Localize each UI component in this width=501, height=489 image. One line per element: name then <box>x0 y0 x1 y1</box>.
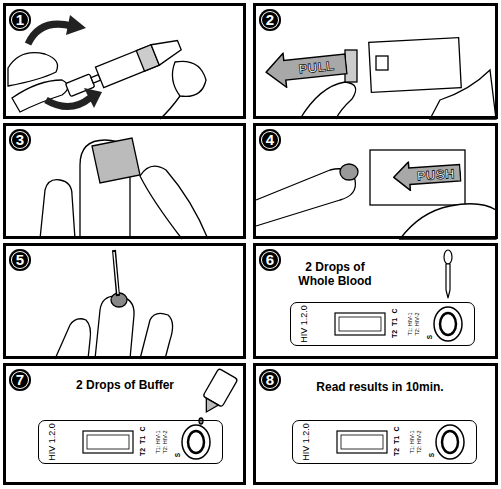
test-cassette: HIV 1.2.0 C T1T2 T1: HIV-1T2: HIV-2S <box>38 420 223 464</box>
finger <box>55 319 91 359</box>
step1-art <box>8 15 206 119</box>
line-label: T1 <box>139 436 146 444</box>
dropper-bulb <box>444 250 452 264</box>
line-label: T2 <box>139 448 146 456</box>
twist-arrow <box>28 24 72 44</box>
step7-art <box>197 368 238 424</box>
step-panel: 8Read results in 10min. HIV 1.2.0 C T1T2 T1:… <box>253 363 498 485</box>
step2-art <box>300 38 496 119</box>
blood-drop <box>340 164 358 180</box>
test-cassette: HIV 1.2.0 C T1T2 T1: HIV-1T2: HIV-2S <box>290 302 475 346</box>
step-panel: 3 <box>3 123 246 239</box>
push-arrow: PUSH <box>392 158 462 193</box>
arrow-label: PUSH <box>410 158 462 191</box>
step-number: 6 <box>259 249 281 271</box>
lancet-body <box>369 38 461 93</box>
step-number: 4 <box>259 129 281 151</box>
dropper-stem <box>446 264 450 298</box>
line-legend: T2: HIV-2 <box>417 430 423 453</box>
step-panel: 5 <box>3 243 246 359</box>
line-label: T2 <box>393 448 400 456</box>
step-panel: 4PUSH <box>253 123 498 239</box>
device-name: HIV 1.2.0 <box>300 305 309 343</box>
line-legend: T2: HIV-2 <box>415 312 421 335</box>
step-number: 7 <box>9 369 31 391</box>
line-label: T1 <box>391 318 398 326</box>
finger <box>300 82 356 119</box>
pull-arrow: PULL <box>263 46 348 90</box>
finger <box>40 180 75 239</box>
pipette <box>114 250 118 296</box>
lancet-opening <box>376 56 388 70</box>
fingertip <box>172 61 206 96</box>
lancet-nose <box>151 35 183 65</box>
lancet-body <box>95 45 159 88</box>
lancet <box>64 35 184 100</box>
line-legend: T1: HIV-1 <box>156 430 162 453</box>
cassette-parts <box>337 425 464 459</box>
line-legend: T1: HIV-1 <box>408 312 414 335</box>
line-label: C <box>391 308 398 313</box>
line-label: C <box>393 426 400 431</box>
buffer-drop <box>199 418 203 424</box>
step-number: 8 <box>259 369 281 391</box>
hand-line <box>160 96 180 119</box>
arrow-outline <box>393 158 461 191</box>
step-caption: 2 Drops of Whole Blood <box>293 260 377 288</box>
buffer-bottle <box>197 368 238 417</box>
test-cassette: HIV 1.2.0 C T1T2 T1: HIV-1T2: HIV-2S <box>292 420 477 464</box>
thumb <box>140 166 208 239</box>
twist-arrow-head <box>84 88 102 108</box>
step4-art <box>256 150 496 239</box>
sample-label: S <box>427 335 434 339</box>
cassette-parts <box>335 307 462 341</box>
step5-art <box>55 250 173 359</box>
hand <box>430 70 496 119</box>
line-legend: T1: HIV-1 <box>410 430 416 453</box>
sample-label: S <box>429 453 436 457</box>
line-legend: T2: HIV-2 <box>163 430 169 453</box>
step-caption: 2 Drops of Buffer <box>25 378 225 392</box>
arrow-outline <box>264 47 347 89</box>
step-number: 1 <box>9 9 31 31</box>
hand <box>400 204 496 239</box>
step-panel: 6 2 Drops of Whole BloodHIV 1.2.0 C T1T2 T1:… <box>253 243 498 359</box>
device-name: HIV 1.2.0 <box>48 423 57 461</box>
step-panel: 2PULL <box>253 3 498 119</box>
finger <box>140 313 173 359</box>
lancet-body <box>370 150 465 205</box>
device-name: HIV 1.2.0 <box>302 423 311 461</box>
cassette-parts <box>83 425 210 459</box>
step-panel: 1 <box>3 3 246 119</box>
twist-arrow <box>46 98 90 107</box>
twist-arrow-head <box>66 15 86 35</box>
step-number: 5 <box>9 249 31 271</box>
step-panel: 72 Drops of BufferHIV 1.2.0 C T1T2 T1: HIV-… <box>3 363 246 485</box>
arrow-label: PULL <box>285 46 349 88</box>
finger <box>256 169 355 226</box>
step3-art <box>40 138 208 239</box>
step-number: 2 <box>259 9 281 31</box>
sample-label: S <box>175 453 182 457</box>
line-label: C <box>139 426 146 431</box>
line-label: T1 <box>393 436 400 444</box>
bottle-nozzle <box>200 398 218 415</box>
step-caption: Read results in 10min. <box>275 380 485 394</box>
alcohol-pad <box>92 138 140 183</box>
step-number: 3 <box>9 129 31 151</box>
step6-art <box>444 250 452 298</box>
pipette-bore <box>114 252 118 294</box>
line-label: T2 <box>391 330 398 338</box>
